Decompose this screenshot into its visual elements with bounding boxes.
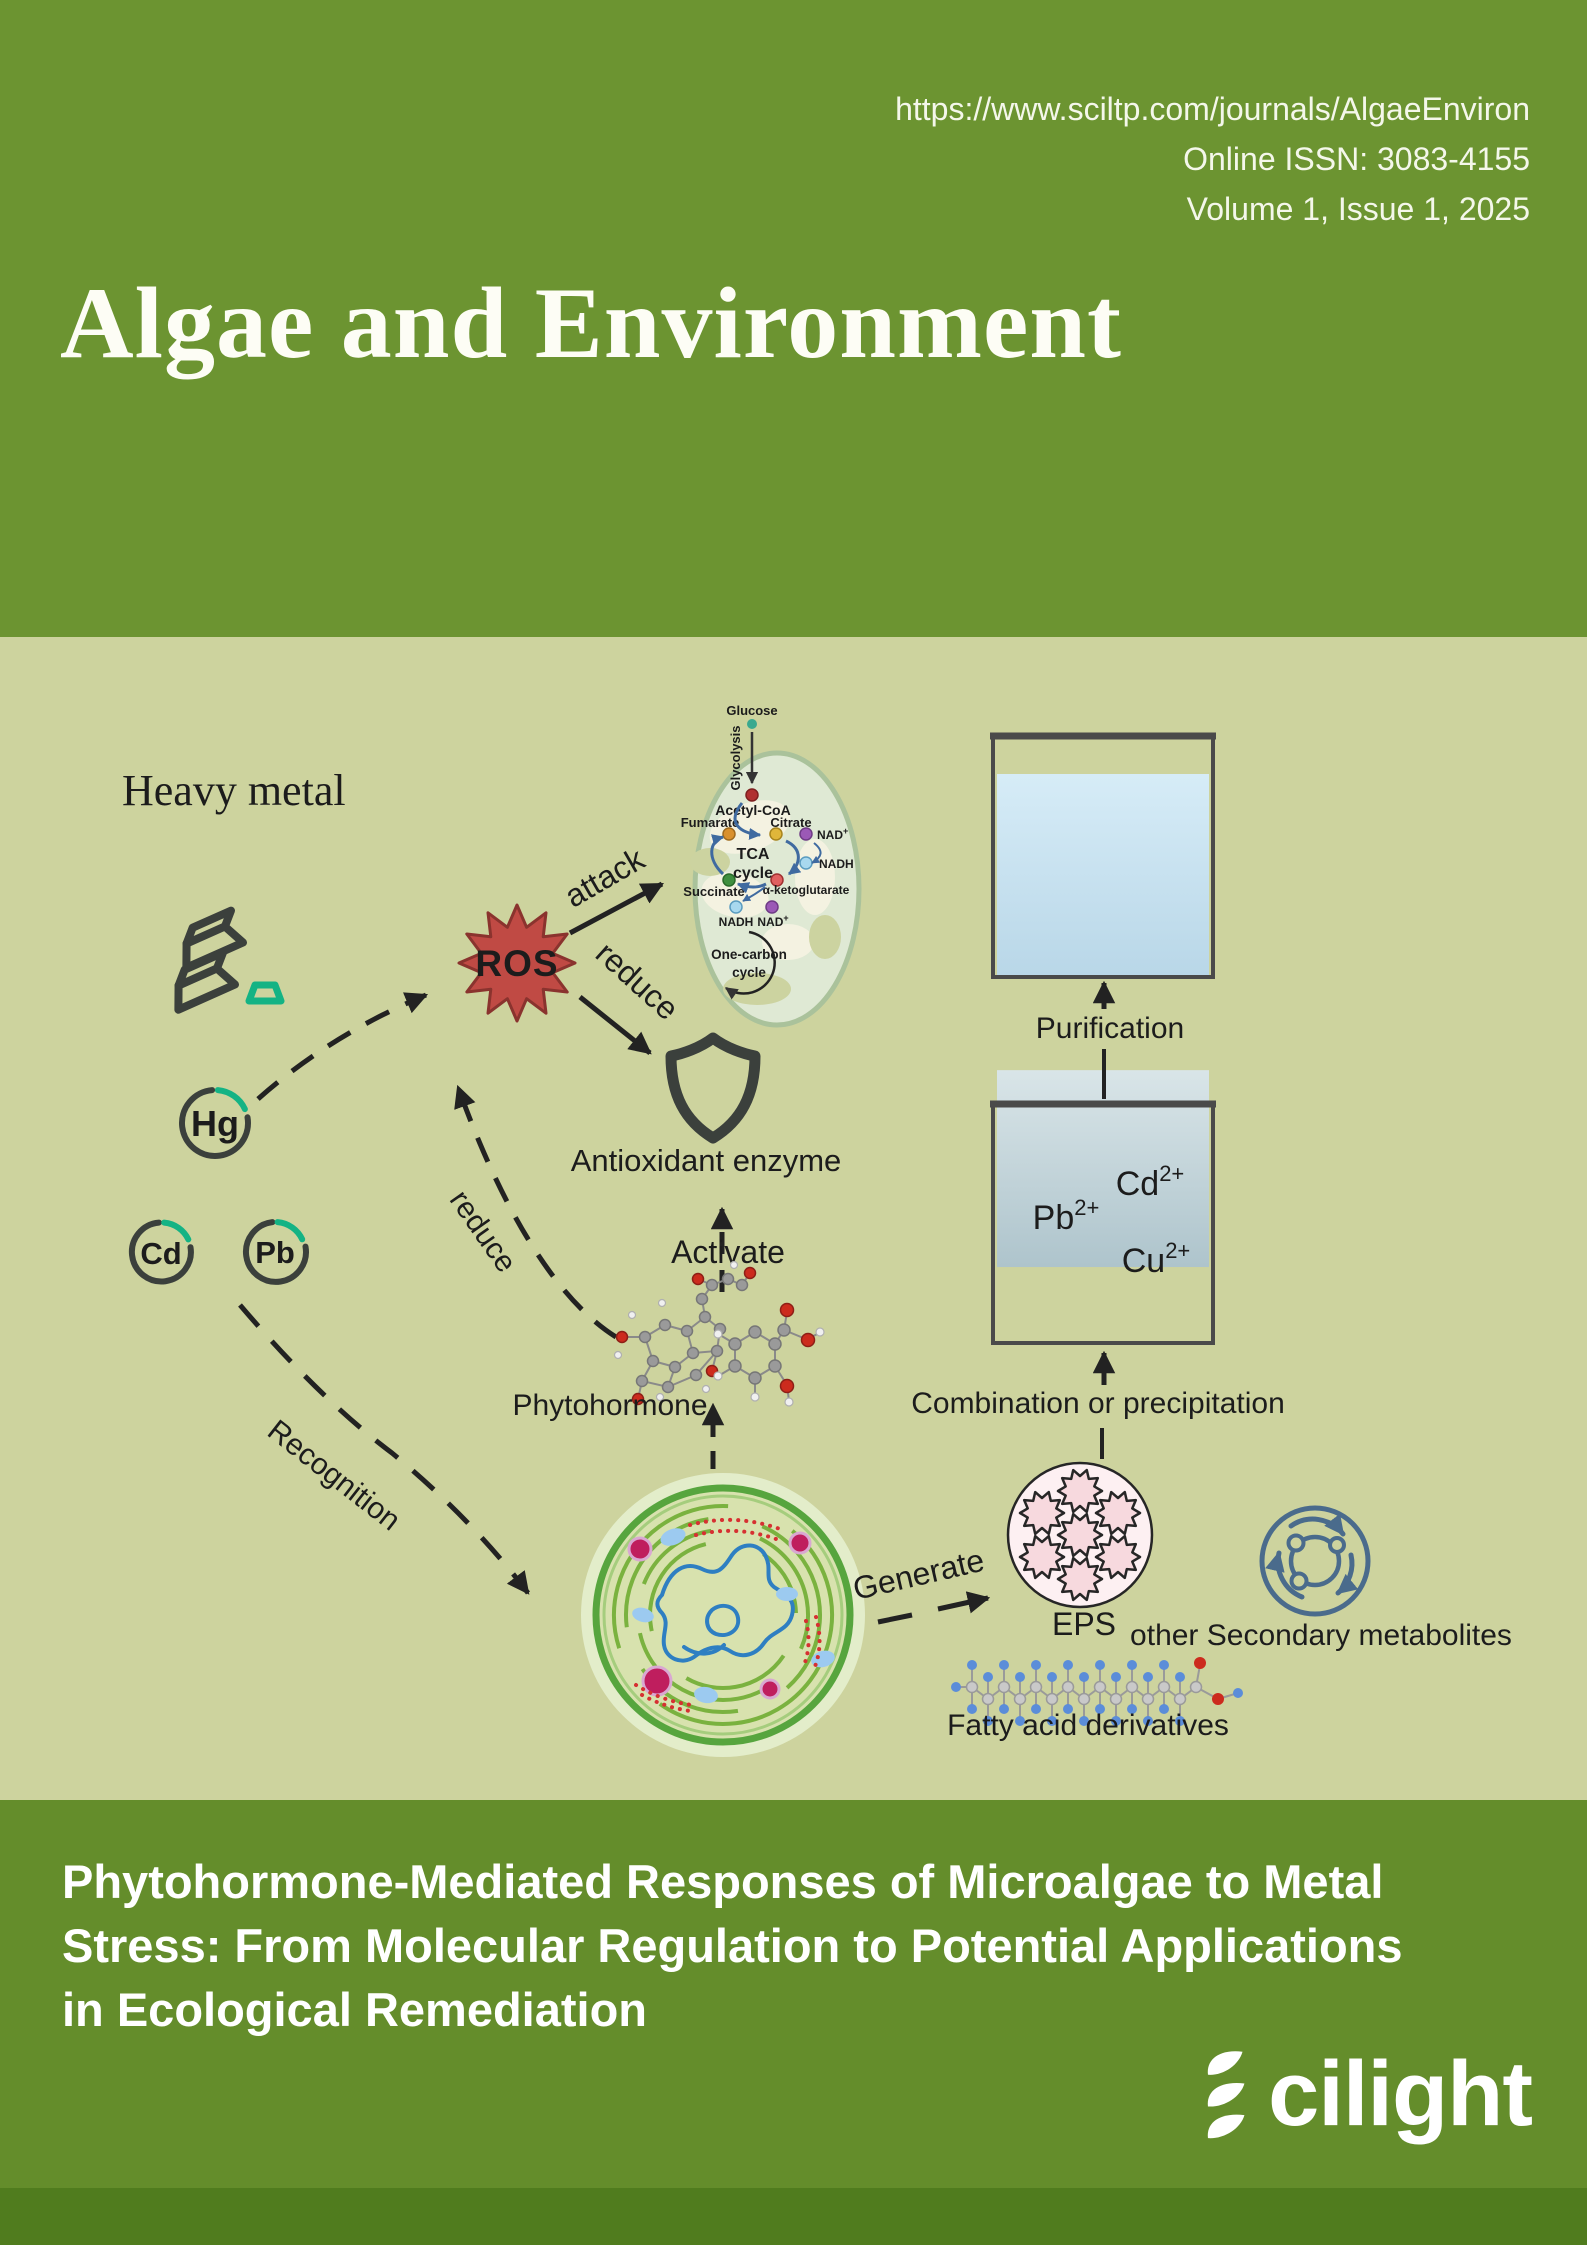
fumarate-label: Fumarate (681, 815, 740, 830)
cover-header: https://www.sciltp.com/journals/AlgaeEnv… (0, 0, 1587, 637)
mercury-badge: Hg (179, 1087, 251, 1159)
featured-article-title: Phytohormone-Mediated Responses of Micro… (62, 1850, 1552, 2042)
fatty-acid-oxygen-1 (1194, 1657, 1206, 1669)
shield-icon (665, 1032, 761, 1144)
nadh-right-node (799, 856, 813, 870)
scilight-wordmark: cilight (1268, 2043, 1533, 2145)
nad-bottom-node (765, 900, 779, 914)
one-carbon-label-1: One-carbon (711, 947, 787, 962)
nadh-bottom-node (729, 900, 743, 914)
nad-bottom-label: NAD+ (757, 913, 788, 929)
reduce-enzyme-arrow (578, 995, 652, 1055)
recognition-label: Recognition (261, 1414, 406, 1538)
nadh-bottom-label: NADH (719, 915, 754, 929)
lead-badge: Pb (242, 1219, 309, 1285)
microalgae-cell (581, 1473, 865, 1757)
citrate-label: Citrate (770, 815, 811, 830)
secondary-metabolites-icon (1259, 1505, 1371, 1617)
cover-footer: Phytohormone-Mediated Responses of Micro… (0, 1800, 1587, 2245)
journal-url: https://www.sciltp.com/journals/AlgaeEnv… (895, 91, 1530, 127)
attack-label: attack (559, 840, 652, 914)
ros-star-shape (457, 903, 577, 1023)
secondary-metabolites-label: other Secondary metabolites (1130, 1619, 1512, 1652)
recognition-arrow (238, 1303, 530, 1595)
succinate-node (722, 873, 736, 887)
glucose-node (747, 719, 757, 729)
phytohormone-to-ros-arrow (454, 1084, 618, 1340)
cd-ion-label: Cd2+ (1116, 1161, 1185, 1203)
cover-graphic-section: Heavy metal Hg Cd Pb (0, 637, 1587, 1800)
cell-granules (627, 1531, 812, 1700)
journal-issn: Online ISSN: 3083-4155 (1183, 141, 1530, 177)
fatty-acid-oxygen-2 (1212, 1693, 1224, 1705)
succinate-label: Succinate (683, 884, 744, 899)
journal-title: Algae and Environment (60, 267, 1122, 380)
acetyl-coa-node (745, 788, 759, 802)
generate-arrow (937, 1591, 991, 1614)
cadmium-badge: Cd (128, 1219, 194, 1285)
ros-burst: ROS (457, 903, 577, 1023)
ion-beaker: Pb2+ Cd2+ Cu2+ (990, 1070, 1216, 1345)
tca-label-1: TCA (737, 846, 770, 863)
cadmium-symbol: Cd (140, 1236, 181, 1271)
mitochondrion: Glucose Glycolysis Acetyl-CoA Fumarate C… (681, 703, 862, 1028)
akg-node (770, 873, 784, 887)
nad-right-label: NAD+ (817, 826, 848, 842)
eps-label: EPS (1052, 1606, 1116, 1642)
phytohormone-molecule-complex (613, 1260, 757, 1406)
fatty-acid-label: Fatty acid derivatives (947, 1709, 1229, 1742)
nadh-right-label: NADH (819, 857, 854, 871)
article-title-line-1: Phytohormone-Mediated Responses of Micro… (62, 1855, 1384, 1908)
metals-to-ros-arrow (256, 992, 429, 1101)
clean-beaker (990, 732, 1216, 979)
heavy-metal-label: Heavy metal (122, 766, 346, 815)
citrate-node (769, 827, 783, 841)
combination-label: Combination or precipitation (911, 1387, 1285, 1420)
generate-dash (877, 1612, 913, 1625)
journal-meta: https://www.sciltp.com/journals/AlgaeEnv… (895, 84, 1530, 234)
purification-label: Purification (1036, 1012, 1184, 1045)
nad-right-node (799, 827, 813, 841)
lead-symbol: Pb (255, 1235, 295, 1270)
mechanism-diagram: Heavy metal Hg Cd Pb (122, 703, 1512, 1757)
generate-label: Generate (849, 1542, 987, 1607)
akg-label: α-ketoglutarate (763, 883, 850, 897)
tca-label-2: cycle (733, 865, 773, 882)
scilight-leaf-icon (1207, 2051, 1245, 2139)
one-carbon-label-2: cycle (732, 965, 766, 980)
cell-ribosome-strings (634, 1517, 822, 1713)
fatty-acid-molecule (951, 1657, 1243, 1726)
footer-bottom-strip (0, 2188, 1587, 2245)
glucose-label: Glucose (726, 703, 777, 718)
antioxidant-enzyme-label: Antioxidant enzyme (571, 1143, 842, 1178)
scilight-logo: cilight (1202, 2043, 1533, 2145)
eps-cluster (1006, 1461, 1154, 1609)
reduce-ros-label: reduce (443, 1185, 523, 1279)
tca-cycle-arrows (710, 802, 822, 902)
attack-arrow (568, 881, 664, 936)
article-title-line-3: in Ecological Remediation (62, 1983, 647, 2036)
journal-volume: Volume 1, Issue 1, 2025 (1186, 191, 1530, 227)
mercury-symbol: Hg (191, 1103, 239, 1144)
salicylic-acid-molecule (713, 1302, 825, 1407)
ros-label: ROS (475, 943, 558, 984)
article-title-line-2: Stress: From Molecular Regulation to Pot… (62, 1919, 1403, 1972)
phytohormone-label: Phytohormone (512, 1389, 707, 1422)
cell-dna (655, 1543, 795, 1663)
pb-ion-label: Pb2+ (1033, 1195, 1100, 1237)
fumarate-node (722, 827, 736, 841)
activate-label: Activate (671, 1234, 785, 1270)
metal-ingots-icon (174, 906, 285, 1014)
cell-vesicles (632, 1528, 835, 1704)
one-carbon-cycle: One-carbon cycle (711, 930, 787, 1000)
cu-ion-label: Cu2+ (1122, 1238, 1191, 1280)
glycolysis-label: Glycolysis (728, 725, 743, 790)
